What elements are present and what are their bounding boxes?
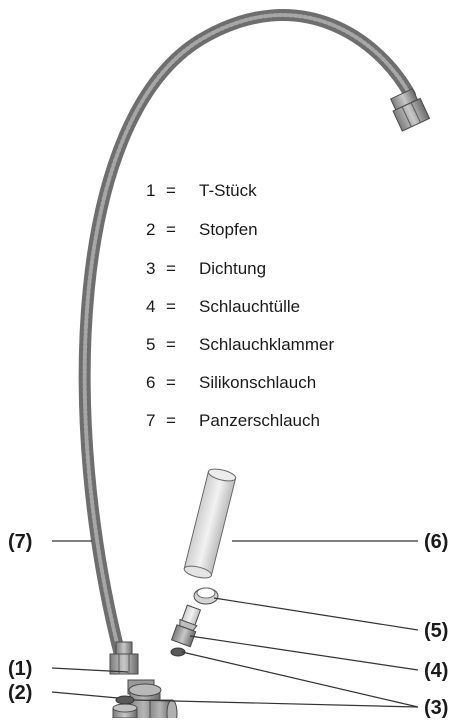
legend-label: T-Stück	[199, 181, 257, 200]
legend-number: 5	[146, 335, 155, 354]
leader-3b	[133, 699, 419, 708]
callout-4: (4)	[424, 660, 448, 682]
legend-label: Panzerschlauch	[199, 411, 320, 430]
leader-1	[51, 667, 129, 673]
leader-3a	[181, 651, 419, 708]
legend-number: 1	[146, 181, 155, 200]
leader-5	[213, 597, 419, 631]
legend-item: 7 = Panzerschlauch	[146, 411, 320, 430]
legend-item: 6 = Silikonschlauch	[146, 373, 316, 392]
legend-number: 6	[146, 373, 155, 392]
silicone-tube	[183, 468, 237, 579]
legend-item: 3 = Dichtung	[146, 259, 266, 278]
callout-2: (2)	[8, 682, 32, 704]
seal-b	[170, 647, 186, 657]
leader-2	[51, 691, 119, 699]
legend-equals: =	[166, 335, 176, 354]
legend-number: 3	[146, 259, 155, 278]
seals	[115, 647, 186, 705]
legend-item: 2 = Stopfen	[146, 220, 258, 239]
legend-equals: =	[166, 259, 176, 278]
plug	[112, 703, 138, 719]
legend-equals: =	[166, 411, 176, 430]
legend-equals: =	[166, 181, 176, 200]
legend-item: 1 = T-Stück	[146, 181, 257, 200]
legend-label: Schlauchklammer	[199, 335, 334, 354]
braided-hose	[78, 9, 431, 675]
legend-number: 2	[146, 220, 155, 239]
leader-lines	[51, 540, 419, 708]
legend-number: 4	[146, 297, 155, 316]
callout-6: (6)	[424, 531, 448, 553]
legend-item: 4 = Schlauchtülle	[146, 297, 300, 316]
callout-5: (5)	[424, 620, 448, 642]
legend-equals: =	[166, 297, 176, 316]
hose-end-nut-top	[390, 88, 431, 132]
hose-texture	[82, 13, 412, 657]
legend-label: Silikonschlauch	[199, 373, 316, 392]
legend-label: Schlauchtülle	[199, 297, 300, 316]
legend-label: Stopfen	[199, 220, 258, 239]
hose-clamp	[193, 587, 219, 605]
hose-barb	[170, 604, 202, 648]
legend: 1 = T-Stück 2 = Stopfen 3 = Dichtung 4 =…	[146, 181, 334, 430]
legend-number: 7	[146, 411, 155, 430]
seal-a	[115, 695, 135, 705]
legend-label: Dichtung	[199, 259, 266, 278]
hose-end-nut-bottom	[109, 641, 139, 675]
callout-7: (7)	[8, 531, 32, 553]
leader-4	[189, 635, 419, 671]
legend-equals: =	[166, 220, 176, 239]
callout-1: (1)	[8, 658, 32, 680]
callouts: (7) (1) (2) (6) (5) (4) (3)	[8, 531, 448, 719]
legend-equals: =	[166, 373, 176, 392]
callout-3: (3)	[424, 697, 448, 718]
legend-item: 5 = Schlauchklammer	[146, 335, 334, 354]
